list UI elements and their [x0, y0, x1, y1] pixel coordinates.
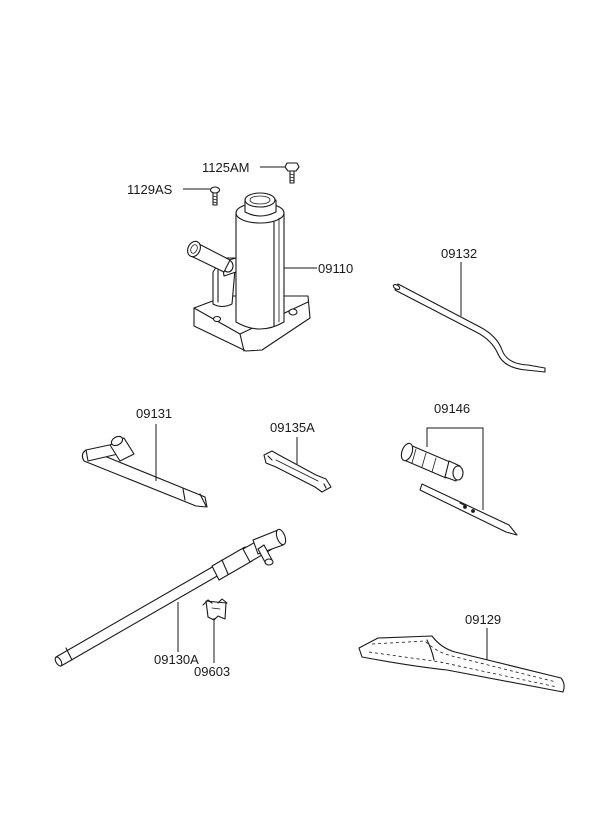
label-09135a: 09135A — [270, 420, 315, 435]
jack-handle[interactable] — [392, 283, 546, 373]
label-09110: 09110 — [318, 261, 353, 276]
label-09132: 09132 — [441, 246, 477, 261]
label-09146: 09146 — [434, 401, 470, 416]
label-09131: 09131 — [136, 406, 172, 421]
label-09603: 09603 — [194, 664, 230, 679]
bottle-jack[interactable] — [185, 192, 311, 352]
label-09129: 09129 — [465, 612, 501, 627]
label-1125am: 1125AM — [202, 160, 249, 175]
spanner[interactable] — [263, 450, 332, 493]
screwdriver[interactable] — [399, 442, 518, 536]
extension-bar[interactable] — [54, 528, 288, 667]
label-09130a: 09130A — [154, 652, 199, 667]
tool-bag[interactable] — [358, 635, 565, 693]
clip[interactable] — [202, 598, 228, 621]
wheel-wrench[interactable] — [81, 435, 208, 508]
bolt-1125am[interactable] — [284, 162, 300, 184]
leader-09146 — [426, 427, 484, 510]
label-1129as: 1129AS — [127, 182, 173, 197]
bolt-1129as[interactable] — [209, 186, 221, 206]
